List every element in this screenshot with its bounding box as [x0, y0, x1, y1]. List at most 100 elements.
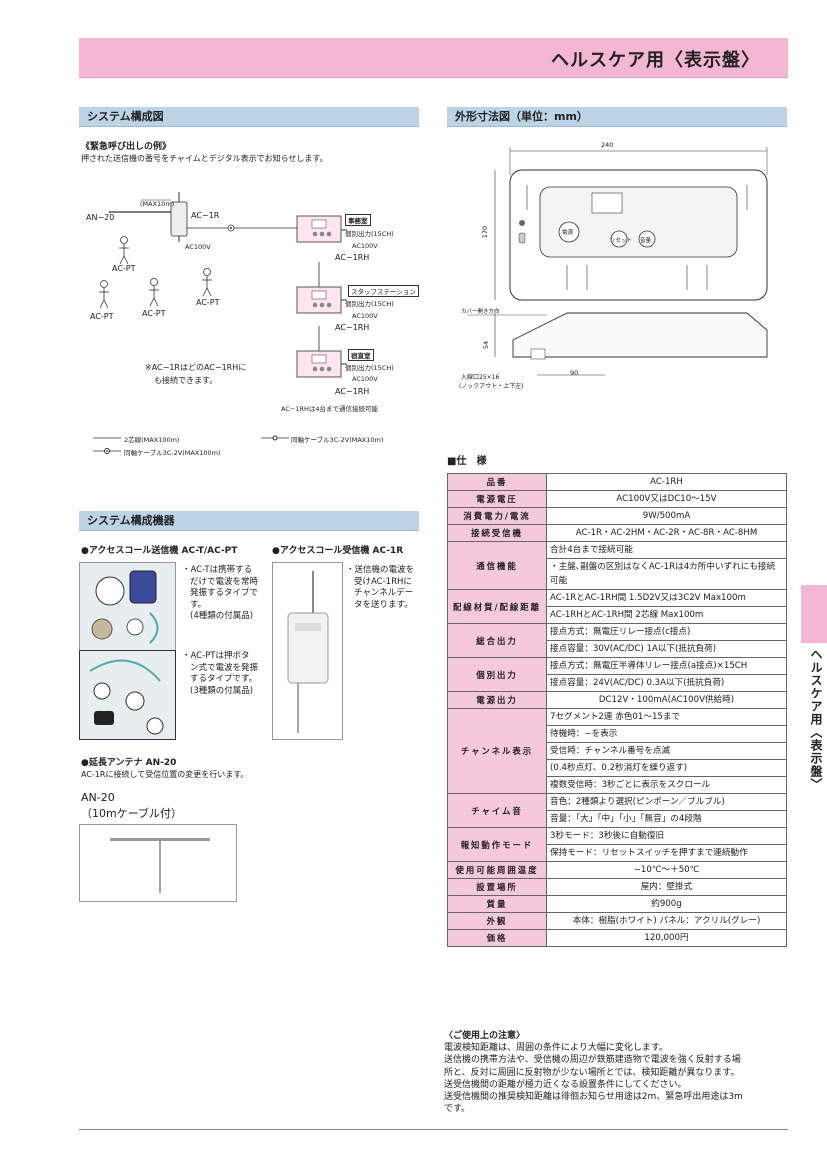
- spec-value: 受信時：チャンネル番号を点滅: [546, 742, 787, 760]
- dim-width: 240: [601, 141, 614, 149]
- spec-value: 待機時：−を表示: [546, 725, 787, 743]
- note-connect-line2: も接続できます。: [154, 376, 218, 385]
- spec-label: 価格: [447, 929, 547, 947]
- side-view-outline: [512, 312, 768, 358]
- spec-value: ・主盤､副盤の区別はなくAC-1Rは4カ所中いずれにも接続可能: [546, 558, 787, 590]
- ac-pt-photo: [79, 650, 176, 740]
- spec-value: 約900g: [546, 895, 787, 913]
- spec-label: 接続受信機: [447, 524, 547, 542]
- ac-t-photo: [79, 562, 176, 651]
- spec-row: ・主盤､副盤の区別はなくAC-1Rは4カ所中いずれにも接続可能: [448, 558, 787, 590]
- note-connect-line1: ※AC−1RはどのAC−1RHに: [145, 363, 247, 372]
- side-tab-text: ヘルスケア用〈表示盤〉: [809, 648, 823, 791]
- indiv-output-3: 個別出力(15CH): [345, 364, 394, 372]
- ac1rh-label-3: AC−1RH: [335, 387, 370, 396]
- spec-row: 通信機能合計4台まで接続可能: [447, 541, 787, 590]
- spec-value: 接点容量：24V(AC/DC) 0.3A以下(抵抗負荷): [546, 674, 787, 692]
- ac1rh-unit-1: [296, 215, 342, 243]
- btn-reset-label: リセット: [610, 238, 633, 244]
- ac-pt-label-2: AC-PT: [90, 312, 114, 321]
- rx-desc: ・送信機の電波を 受けAC-1RHに チャンネルデー タを送ります。: [346, 565, 415, 610]
- ac1rh-label-2: AC−1RH: [335, 323, 370, 332]
- spec-label: 外観: [447, 912, 547, 930]
- ac-pt-label-3: AC-PT: [142, 309, 166, 318]
- spec-label: 報知動作モード: [447, 827, 547, 862]
- legend-coax-100m: 同軸ケーブル3C-2V(MAX100m): [124, 449, 221, 457]
- spec-row: 質量約900g: [447, 895, 787, 913]
- spec-value: 屋内：壁掛式: [546, 878, 787, 896]
- bottom-rule: [79, 1129, 788, 1130]
- section-header-system: システム構成図: [79, 107, 419, 127]
- room-label-3: 宿直室: [348, 349, 374, 361]
- room-label-1: 事務室: [345, 214, 371, 226]
- spec-value: 本体：樹脂(ホワイト) パネル：アクリル(グレー): [546, 912, 787, 930]
- spec-value: 保持モード：リセットスイッチを押すまで連続動作: [546, 844, 787, 862]
- spec-value: 音色：2種類より選択(ピンポーン／ブルブル): [546, 793, 787, 811]
- spec-value: AC-1RとAC-1RH間 1.5D2V又は3C2V Max100m: [546, 589, 787, 607]
- spec-row: 設置場所屋内：壁掛式: [447, 878, 787, 896]
- usage-notes-title: 〈ご使用上の注意〉: [444, 1031, 526, 1041]
- ac1rh-unit-2: [296, 286, 342, 314]
- indiv-output-2: 個別出力(15CH): [345, 300, 394, 308]
- room-label-2: スタッフステーション: [348, 285, 419, 297]
- tx-desc-t: ・AC-Tは携帯する だけで電波を常時 発振するタイプで す。 (4種類の付属品…: [182, 565, 259, 621]
- spec-row: 外観本体：樹脂(ホワイト) パネル：アクリル(グレー): [447, 912, 787, 930]
- spec-label: 使用可能周囲温度: [447, 861, 547, 879]
- spec-value: 複数受信時：3秒ごとに表示をスクロール: [546, 776, 787, 794]
- system-diagram: [93, 192, 347, 454]
- spec-value: 7セグメント2連 赤色01〜15まで: [546, 708, 787, 726]
- spec-label: 個別出力: [447, 657, 547, 692]
- ac100v-label-2: AC100V: [352, 312, 378, 320]
- ac100v-label-3: AC100V: [352, 375, 378, 383]
- spec-value: DC12V・100mA(AC100V供給時): [546, 691, 787, 709]
- spec-label: チャイム音: [447, 793, 547, 828]
- inlet-label-1: 入線口25×16: [461, 374, 500, 381]
- spec-value: 音量：「大」「中」「小」「無音」の4段階: [546, 810, 787, 828]
- ac-1r-photo: [272, 562, 343, 740]
- spec-value: −10℃〜＋50℃: [546, 861, 787, 879]
- spec-value: AC-1RHとAC-1RH間 2芯線 Max100m: [546, 606, 787, 624]
- example-description: 押された送信機の番号をチャイムとデジタル表示でお知らせします。: [81, 154, 328, 163]
- spec-value: 合計4台まで接続可能: [546, 541, 787, 559]
- antenna-desc: AC-1Rに接続して受信位置の変更を行います。: [81, 770, 249, 779]
- dim-offset: 90: [570, 369, 579, 377]
- rx-title: ●アクセスコール受信機 AC-1R: [272, 546, 404, 556]
- example-title: 《緊急呼び出しの例》: [81, 142, 172, 152]
- spec-value: 3秒モード：3秒後に自動復旧: [546, 827, 787, 845]
- spec-row: 総合出力接点方式：無電圧リレー接点(c接点): [447, 623, 787, 658]
- note-4units: AC−1RHは4台まで通信接続可能: [281, 405, 378, 413]
- spec-value: AC-1R・AC-2HM・AC-2R・AC-8R・AC-8HM: [546, 524, 787, 542]
- spec-label: 設置場所: [447, 878, 547, 896]
- ac100v-label-rx: AC100V: [185, 243, 211, 251]
- spec-label: 総合出力: [447, 623, 547, 658]
- spec-value: 接点方式：無電圧リレー接点(c接点): [546, 623, 787, 641]
- spec-header: ■仕 様: [447, 456, 487, 467]
- side-tab: [801, 585, 827, 643]
- spec-label: 配線材質/配線距離: [447, 589, 547, 624]
- spec-label: 通信機能: [447, 541, 547, 590]
- ac-pt-label-1: AC-PT: [112, 264, 136, 273]
- tx-title: ●アクセスコール送信機 AC-T/AC-PT: [81, 546, 238, 556]
- spec-label: 電源出力: [447, 691, 547, 709]
- section-header-dimension: 外形寸法図（単位：mm）: [447, 107, 787, 127]
- antenna-title: ●延長アンテナ AN-20: [81, 758, 177, 768]
- spec-label: チャンネル表示: [447, 708, 547, 794]
- max10m-label: (MAX10m): [140, 200, 175, 208]
- tx-desc-pt: ・AC-PTは押ボタ ン式で電波を発振 するタイプです。 (3種類の付属品): [182, 651, 259, 696]
- usage-note-line: 所と、反対に周囲に反射物が少ない場所とでは、検知距離が異なります。: [444, 1067, 740, 1078]
- ac100v-label-1: AC100V: [352, 242, 378, 250]
- ac1rh-unit-3: [296, 350, 342, 378]
- dim-height: 170: [481, 225, 490, 239]
- spec-value: AC100V又はDC10〜15V: [546, 490, 787, 508]
- cover-label: カバー開き方向: [461, 309, 500, 315]
- usage-note-line: です。: [444, 1104, 471, 1115]
- spec-value: 接点方式：無電圧半導体リレー接点(a接点)×15CH: [546, 657, 787, 675]
- spec-label: 質量: [447, 895, 547, 913]
